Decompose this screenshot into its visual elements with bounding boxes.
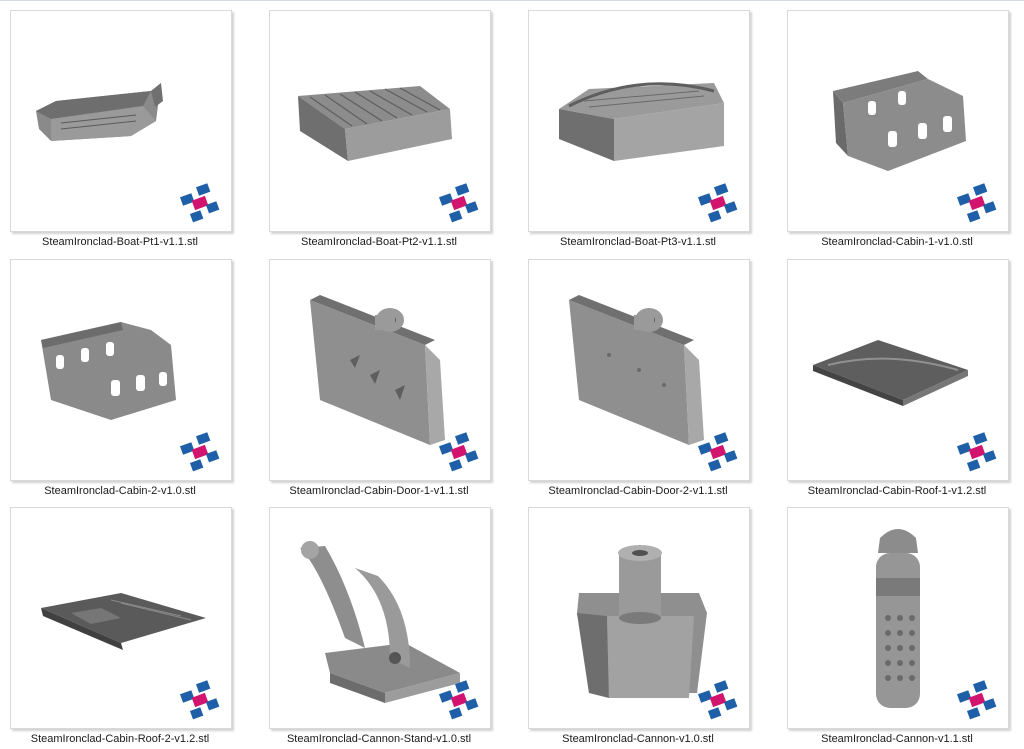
stl-model-preview <box>41 322 176 420</box>
window-top-border <box>0 0 1024 1</box>
file-tile[interactable]: SteamIronclad-Cabin-Roof-2-v1.2.stl <box>0 497 240 745</box>
logo-icon <box>697 680 738 720</box>
file-tile[interactable]: SteamIronclad-Cannon-v1.1.stl <box>777 497 1017 745</box>
file-tile[interactable]: SteamIronclad-Boat-Pt2-v1.1.stl <box>259 0 499 248</box>
logo-icon <box>179 432 220 472</box>
file-tile[interactable]: SteamIronclad-Cabin-Door-1-v1.1.stl <box>259 249 499 497</box>
logo-icon <box>956 680 997 720</box>
stl-model-preview <box>569 295 704 445</box>
file-name-label[interactable]: SteamIronclad-Cabin-Door-2-v1.1.stl <box>548 485 728 497</box>
stl-model-preview <box>559 82 724 161</box>
stl-model-preview <box>41 593 206 650</box>
logo-icon <box>956 432 997 472</box>
file-tile[interactable]: SteamIronclad-Cannon-Stand-v1.0.stl <box>259 497 499 745</box>
file-thumbnail[interactable] <box>10 507 232 729</box>
file-thumbnail[interactable] <box>787 259 1009 481</box>
file-tile[interactable]: SteamIronclad-Cannon-v1.0.stl <box>518 497 758 745</box>
file-name-label[interactable]: SteamIronclad-Cabin-Door-1-v1.1.stl <box>289 485 469 497</box>
logo-icon <box>697 183 738 223</box>
file-tile[interactable]: SteamIronclad-Boat-Pt3-v1.1.stl <box>518 0 758 248</box>
stl-model-preview <box>36 83 163 141</box>
file-tile[interactable]: SteamIronclad-Boat-Pt1-v1.1.stl <box>0 0 240 248</box>
file-name-label[interactable]: SteamIronclad-Cannon-v1.1.stl <box>821 733 973 745</box>
logo-icon <box>179 183 220 223</box>
file-name-label[interactable]: SteamIronclad-Cabin-Roof-1-v1.2.stl <box>807 485 987 497</box>
file-name-label[interactable]: SteamIronclad-Cannon-Stand-v1.0.stl <box>286 733 472 745</box>
file-thumbnail[interactable] <box>10 259 232 481</box>
logo-icon <box>438 432 479 472</box>
file-name-label[interactable]: SteamIronclad-Cannon-v1.0.stl <box>562 733 714 745</box>
logo-icon <box>179 680 220 720</box>
file-name-label[interactable]: SteamIronclad-Cabin-Roof-2-v1.2.stl <box>30 733 210 745</box>
file-thumbnail[interactable] <box>787 507 1009 729</box>
stl-model-preview <box>813 340 968 406</box>
file-thumbnail[interactable] <box>528 507 750 729</box>
file-name-label[interactable]: SteamIronclad-Cabin-1-v1.0.stl <box>821 236 973 248</box>
file-thumbnail[interactable] <box>10 10 232 232</box>
file-thumbnail[interactable] <box>528 259 750 481</box>
file-thumbnail[interactable] <box>269 507 491 729</box>
stl-model-preview <box>876 529 920 708</box>
logo-icon <box>438 680 479 720</box>
stl-model-preview <box>833 71 966 171</box>
stl-model-preview <box>310 295 445 445</box>
file-thumbnail[interactable] <box>269 259 491 481</box>
file-thumbnail[interactable] <box>787 10 1009 232</box>
file-name-label[interactable]: SteamIronclad-Boat-Pt1-v1.1.stl <box>42 236 198 248</box>
file-tile[interactable]: SteamIronclad-Cabin-Door-2-v1.1.stl <box>518 249 758 497</box>
file-name-label[interactable]: SteamIronclad-Cabin-2-v1.0.stl <box>44 485 196 497</box>
file-tile[interactable]: SteamIronclad-Cabin-2-v1.0.stl <box>0 249 240 497</box>
file-thumbnail[interactable] <box>528 10 750 232</box>
file-name-label[interactable]: SteamIronclad-Boat-Pt2-v1.1.stl <box>301 236 457 248</box>
file-thumbnail[interactable] <box>269 10 491 232</box>
stl-model-preview <box>298 86 452 161</box>
logo-icon <box>956 183 997 223</box>
logo-icon <box>438 183 479 223</box>
stl-model-preview <box>577 545 707 698</box>
file-name-label[interactable]: SteamIronclad-Boat-Pt3-v1.1.stl <box>560 236 716 248</box>
logo-icon <box>697 432 738 472</box>
stl-model-preview <box>300 541 460 703</box>
file-tile[interactable]: SteamIronclad-Cabin-Roof-1-v1.2.stl <box>777 249 1017 497</box>
file-tile[interactable]: SteamIronclad-Cabin-1-v1.0.stl <box>777 0 1017 248</box>
